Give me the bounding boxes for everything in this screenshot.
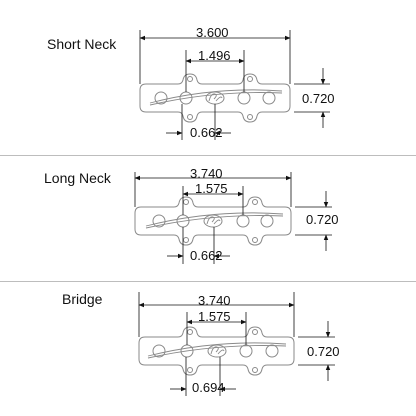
pole-piece <box>260 214 274 228</box>
mounting-hole <box>252 329 258 335</box>
brand-logo <box>205 91 225 105</box>
swoosh-line <box>145 212 284 227</box>
pickup-body-outline <box>138 326 295 376</box>
pole-piece <box>236 214 250 228</box>
height-label-bridge: 0.720 <box>307 344 340 359</box>
brand-logo <box>207 344 227 358</box>
swoosh-line <box>149 89 283 104</box>
mounting-hole <box>187 367 193 373</box>
pickup-body-outline <box>134 196 292 246</box>
pole-spacing-label-long-neck: 1.575 <box>195 181 228 196</box>
mounting-hole <box>183 199 189 205</box>
overall-length-label-bridge: 3.740 <box>198 293 231 308</box>
pickup-body-outline <box>139 73 291 123</box>
pole-piece <box>154 91 168 105</box>
pole-piece <box>239 344 253 358</box>
pickup-bridge <box>138 292 335 396</box>
pole-piece <box>152 344 166 358</box>
pickup-short-neck <box>139 30 330 140</box>
section-title-long-neck: Long Neck <box>44 170 111 186</box>
mounting-hole <box>252 367 258 373</box>
mounting-hole <box>252 237 258 243</box>
overall-length-label-short-neck: 3.600 <box>196 25 229 40</box>
offset-label-short-neck: 0.662 <box>190 125 223 140</box>
mounting-hole <box>187 76 193 82</box>
mounting-hole <box>187 329 193 335</box>
overall-length-label-long-neck: 3.740 <box>190 166 223 181</box>
pole-piece <box>265 344 279 358</box>
section-title-short-neck: Short Neck <box>47 36 117 52</box>
offset-label-long-neck: 0.662 <box>190 248 223 263</box>
mounting-hole <box>183 237 189 243</box>
offset-label-bridge: 0.694 <box>192 380 225 395</box>
height-label-short-neck: 0.720 <box>302 91 335 106</box>
section-divider <box>0 281 416 282</box>
mounting-hole <box>247 114 253 120</box>
mounting-hole <box>247 76 253 82</box>
section-title-bridge: Bridge <box>62 291 103 307</box>
section-divider <box>0 155 416 156</box>
pole-piece <box>152 214 166 228</box>
pole-spacing-label-short-neck: 1.496 <box>198 48 231 63</box>
pole-piece <box>262 91 276 105</box>
pole-spacing-label-bridge: 1.575 <box>198 309 231 324</box>
pole-piece <box>237 91 251 105</box>
swoosh-line <box>147 342 287 357</box>
height-label-long-neck: 0.720 <box>306 212 339 227</box>
mounting-hole <box>187 114 193 120</box>
mounting-hole <box>252 199 258 205</box>
swoosh-line <box>147 345 287 359</box>
pickup-long-neck <box>134 172 332 264</box>
brand-logo <box>203 214 223 228</box>
